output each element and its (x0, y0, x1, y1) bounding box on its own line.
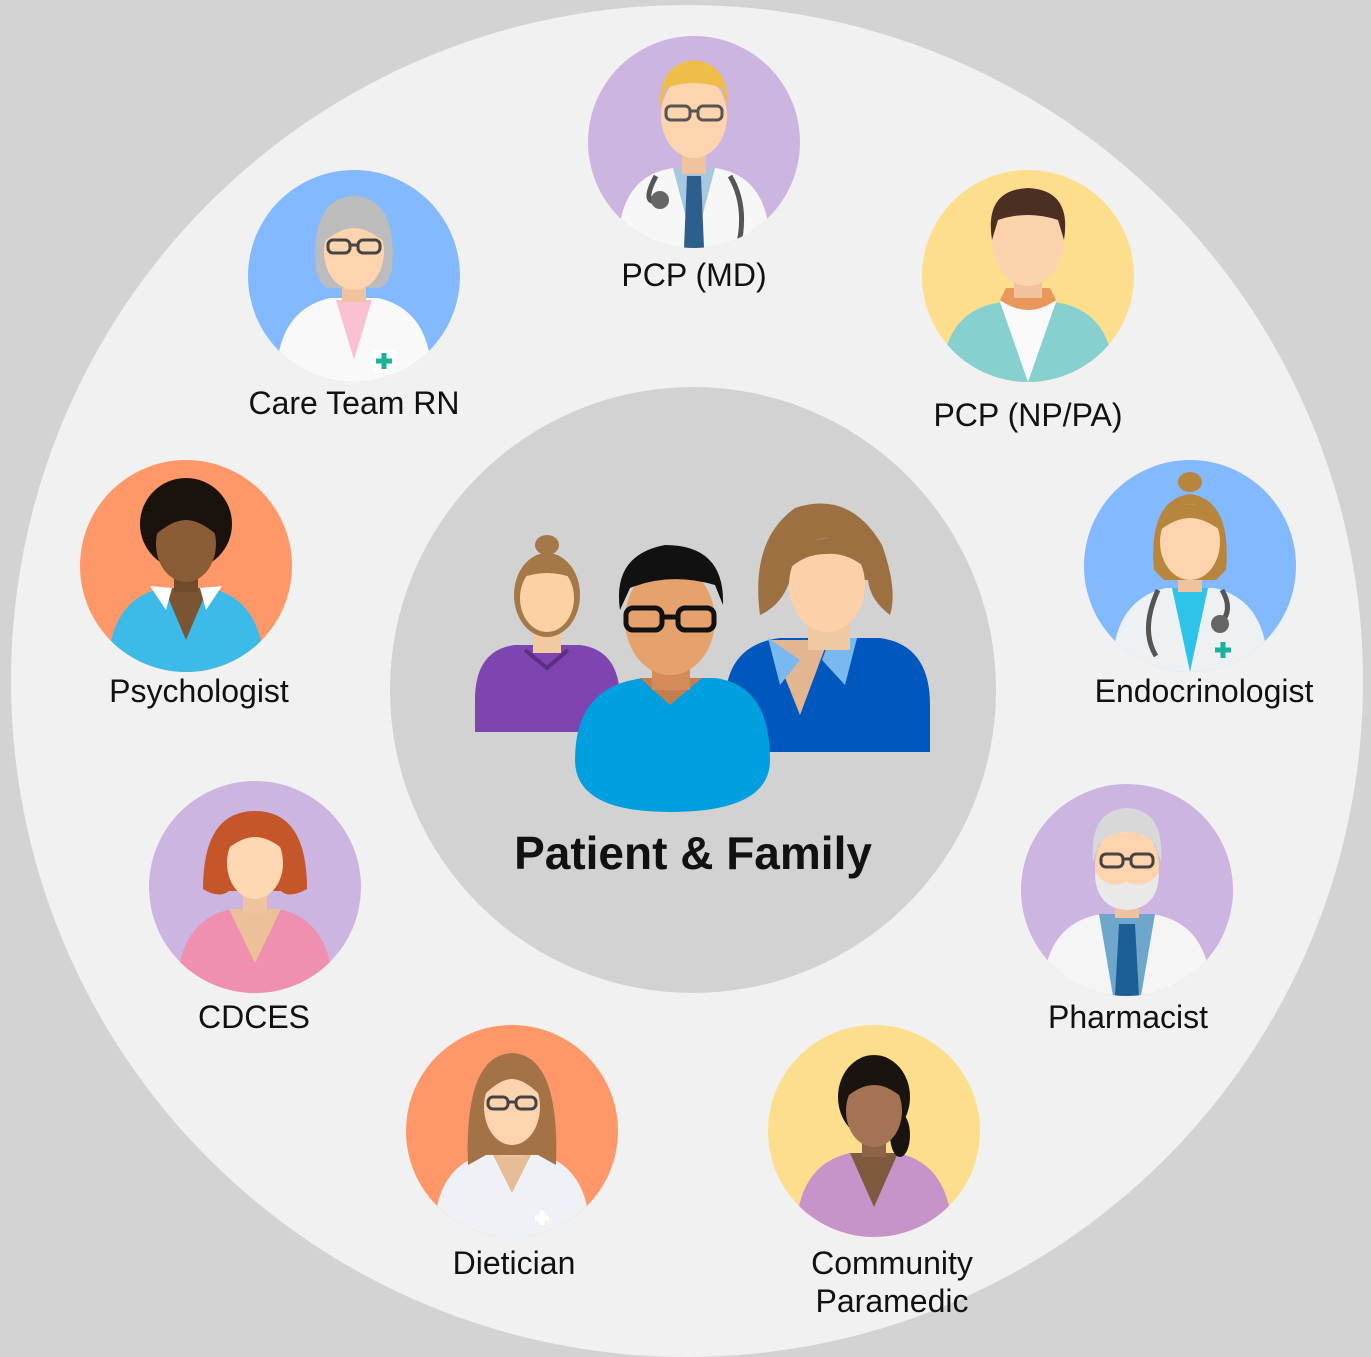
pharmacist-avatar (1021, 784, 1233, 996)
dietician-avatar (406, 1025, 618, 1237)
pcp-md-label: PCP (MD) (621, 257, 767, 293)
community-paramedic-label-line2: Paramedic (815, 1283, 969, 1319)
care-team-rn-label: Care Team RN (248, 385, 460, 421)
pcp-np-pa-label: PCP (NP/PA) (933, 397, 1123, 433)
patient-family-illustration (470, 500, 940, 820)
cdces-avatar (149, 781, 361, 993)
endocrinologist-label: Endocrinologist (1094, 673, 1314, 709)
endocrinologist-avatar (1084, 460, 1296, 672)
care-team-rn-avatar (248, 170, 460, 382)
psychologist-avatar (80, 460, 292, 672)
pharmacist-label: Pharmacist (1047, 999, 1209, 1035)
psychologist-label: Psychologist (109, 673, 289, 709)
dietician-label: Dietician (452, 1245, 576, 1281)
cdces-label: CDCES (197, 999, 310, 1035)
pcp-np-pa-avatar (922, 170, 1134, 382)
community-paramedic-label-line1: Community (811, 1245, 973, 1281)
patient-family-label: Patient & Family (514, 827, 872, 879)
pcp-md-avatar (588, 36, 800, 248)
community-paramedic-avatar (768, 1025, 980, 1237)
